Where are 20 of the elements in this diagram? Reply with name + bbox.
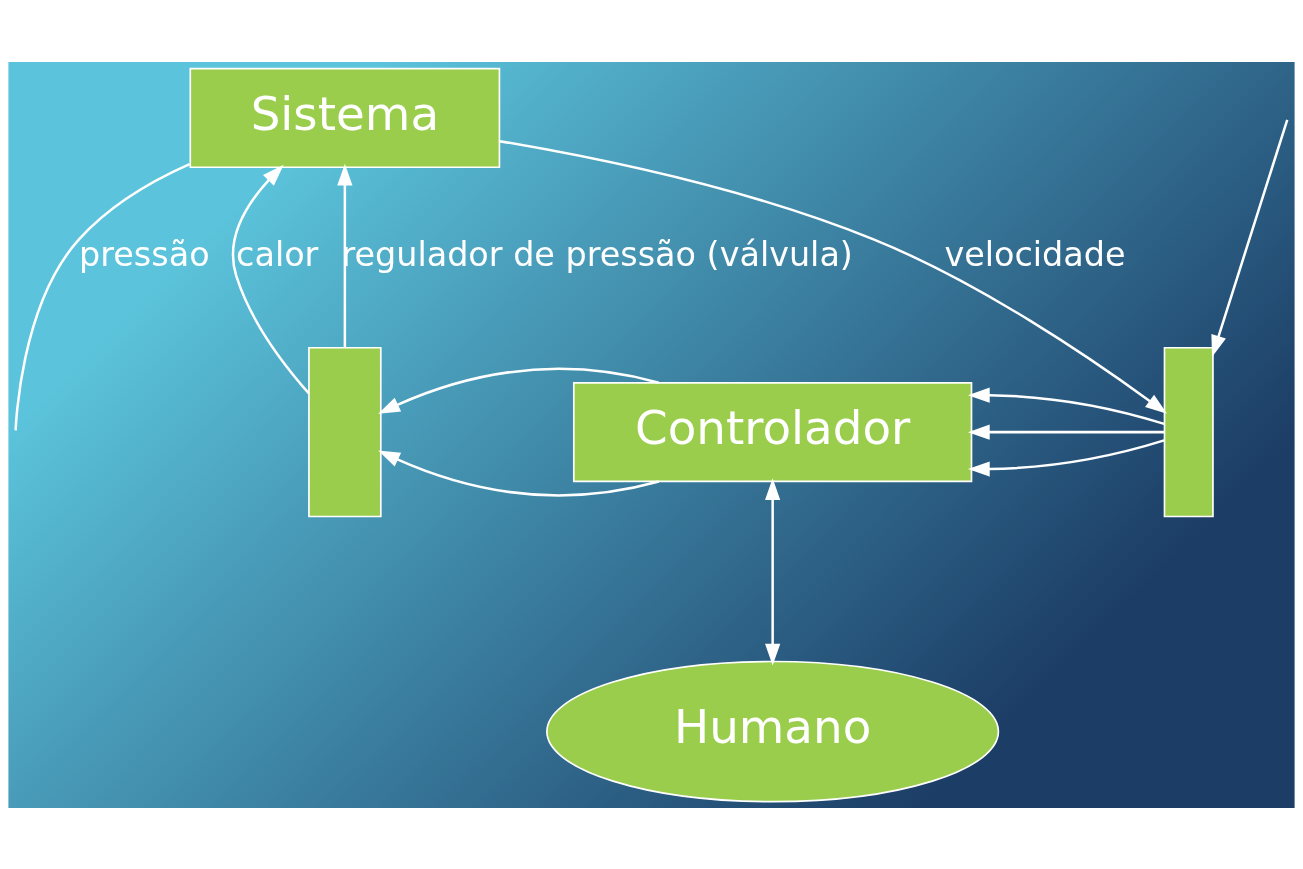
arrow — [1211, 119, 1289, 357]
arrow — [378, 449, 660, 497]
arrow — [967, 387, 1165, 425]
arrow — [231, 164, 310, 394]
node-box: Controlador — [572, 381, 973, 482]
arrow — [967, 438, 1165, 477]
node-ellipse: Humano — [546, 660, 1000, 802]
edge-label: pressão — [79, 234, 210, 274]
connector — [14, 162, 191, 430]
node-box — [1163, 346, 1214, 517]
arrow — [378, 367, 660, 414]
arrow — [765, 477, 781, 666]
edge-label: velocidade — [944, 234, 1126, 274]
arrow — [499, 139, 1168, 414]
node-box: Sistema — [189, 67, 501, 168]
arrow — [337, 163, 353, 347]
arrow — [967, 424, 1165, 440]
node-box — [308, 346, 382, 517]
edge-label: regulador de pressão (válvula) — [341, 234, 853, 274]
edge-label: calor — [236, 234, 319, 274]
